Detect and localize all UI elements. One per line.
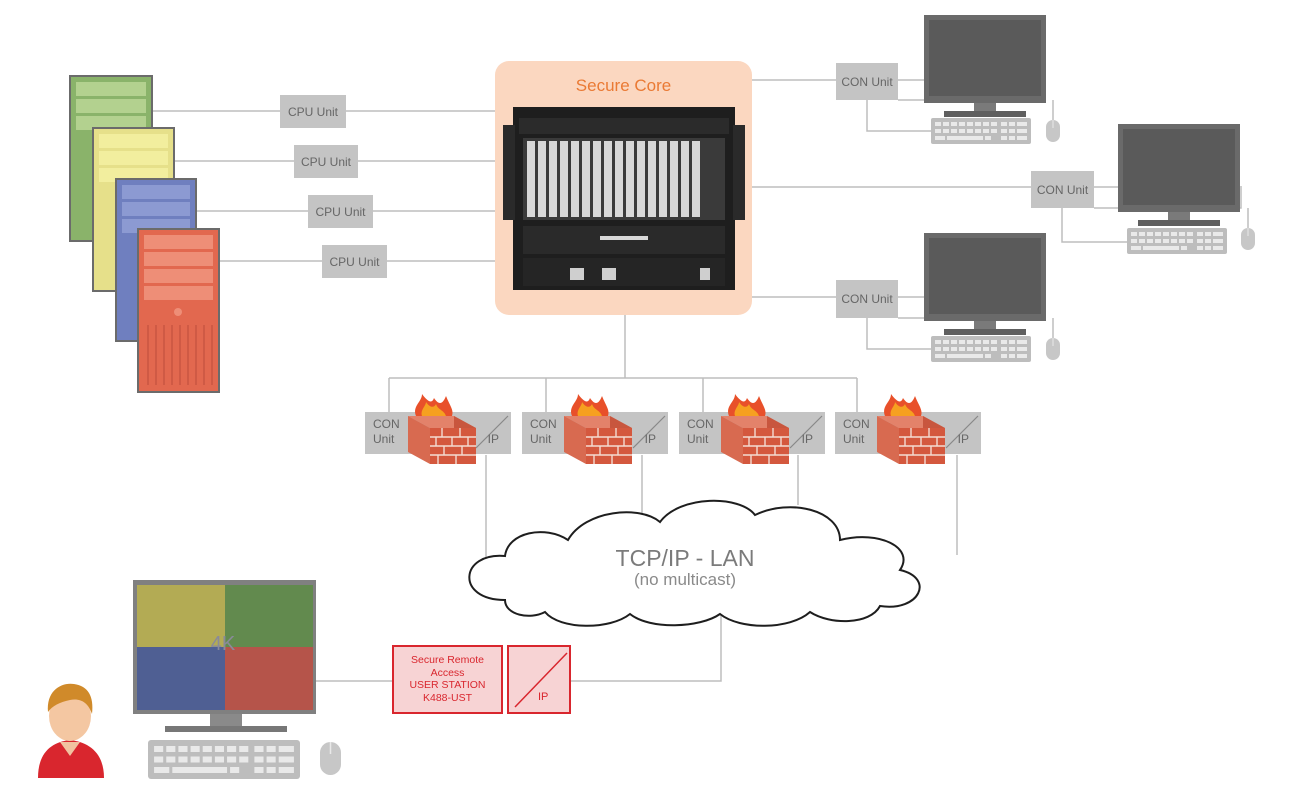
keyboard-icon: [1127, 228, 1227, 254]
cpu-unit-box: CPU Unit: [294, 145, 358, 178]
monitor-icon: [924, 15, 1046, 117]
con-label: CON: [843, 417, 870, 431]
unit-label: Unit: [530, 432, 552, 446]
user-icon: [38, 683, 104, 778]
monitor-4k-label: 4K: [210, 633, 236, 655]
keyboard-icon: [931, 336, 1031, 362]
sra-ip-label: IP: [538, 691, 549, 703]
ip-label: IP: [644, 432, 656, 446]
sra-ip-slash: [514, 652, 568, 708]
keyboard-icon: [931, 118, 1031, 144]
unit-label: Unit: [843, 432, 865, 446]
unit-label: Unit: [373, 432, 395, 446]
cloud-title: TCP/IP - LAN: [615, 545, 755, 571]
con-label: CON: [373, 417, 400, 431]
cloud-icon: [468, 499, 921, 627]
sra-line4: K488-UST: [422, 691, 473, 704]
mouse-icon: [1045, 119, 1061, 143]
con-label: CON: [530, 417, 557, 431]
monitor-icon: [1118, 124, 1240, 226]
monitor-icon: [924, 233, 1046, 335]
sra-ip-box: IP: [507, 645, 571, 714]
cpu-unit-box: CPU Unit: [308, 195, 373, 228]
con-unit-box: CON Unit: [1031, 171, 1094, 208]
sra-line3: USER STATION: [409, 679, 486, 691]
cpu-unit-box: CPU Unit: [322, 245, 387, 278]
mouse-icon: [1240, 227, 1256, 251]
keyboard-icon: [148, 740, 300, 779]
con-label: CON: [687, 417, 714, 431]
con-unit-box: CON Unit: [836, 280, 898, 318]
sra-line1: Secure Remote: [411, 654, 484, 666]
monitor-4k-icon: [133, 580, 316, 732]
con-unit-box: CON Unit: [836, 63, 898, 100]
mouse-icon: [1045, 337, 1061, 361]
tower-pc-icon: [137, 228, 220, 393]
secure-remote-access-box: Secure Remote Access USER STATION K488-U…: [392, 645, 503, 714]
secure-core-title: Secure Core: [575, 76, 672, 95]
server-chassis-icon: [503, 107, 745, 290]
mouse-icon: [319, 741, 342, 776]
ip-label: IP: [957, 432, 969, 446]
ip-label: IP: [801, 432, 813, 446]
sra-line2: Access: [430, 666, 465, 679]
cloud-subtitle: (no multicast): [633, 570, 737, 589]
cpu-unit-box: CPU Unit: [280, 95, 346, 128]
unit-label: Unit: [687, 432, 709, 446]
ip-label: IP: [487, 432, 499, 446]
